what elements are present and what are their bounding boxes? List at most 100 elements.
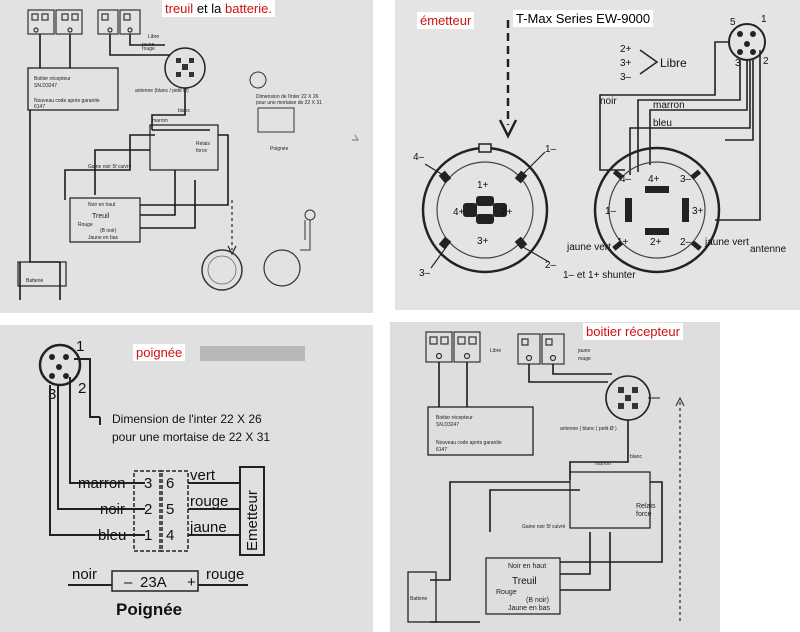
handle-diagram: 1 2 3 Dimension de l'inter 22 X 26 pour … (38, 338, 270, 619)
caption-receiver: boitier récepteur (583, 323, 683, 340)
label-jaune: jaune (141, 42, 154, 48)
caption-handle-blur (200, 346, 305, 361)
plug-3plus: 3+ (477, 236, 489, 247)
caption-emitter: émetteur (417, 12, 475, 29)
label-poignee: Poignée (270, 146, 289, 152)
label-marron: marron (152, 118, 168, 124)
label-shunter: 1– et 1+ shunter (563, 270, 636, 281)
switch-2minus: 2– (680, 237, 692, 248)
panel-handle: 1 2 3 Dimension de l'inter 22 X 26 pour … (0, 325, 373, 632)
switch-connector (593, 146, 721, 274)
wire-bleu: bleu (98, 527, 126, 544)
caption-part1: treuil (165, 1, 194, 16)
br-receiver-title: Boitier récepteur (436, 415, 473, 421)
handle-plug (38, 343, 82, 387)
label-bleu: bleu (653, 118, 672, 129)
handle-title: Poignée (116, 600, 182, 619)
caption-part2: batterie. (225, 1, 272, 16)
caption-handle: poignée (133, 344, 186, 361)
libre-2plus: 2+ (620, 44, 632, 55)
switch-3plus: 3+ (692, 206, 704, 217)
br-jaune-bas: Jaune en bas (508, 605, 551, 612)
dim-line1: Dimension de l'inter 22 X 26 (112, 412, 262, 426)
plug-pin-2: 2 (78, 380, 86, 397)
label-antenne: antenne (750, 244, 787, 255)
label-rouge-w: Rouge (78, 222, 93, 228)
receiver-code: SN.D3247 (34, 83, 57, 89)
br-force: force (636, 511, 652, 518)
switch-4minus: 4– (620, 174, 632, 185)
label-jaune-vert-right: jaune vert (704, 237, 749, 248)
label-jaune-bas: Jaune en bas (88, 235, 119, 241)
br-receiver-num: 6147 (436, 447, 447, 453)
switch-1plus: 1+ (617, 237, 629, 248)
caption-model: T-Max Series EW-9000 (513, 10, 654, 27)
wire-vert: vert (190, 467, 216, 484)
winch-battery-diagram: Boitier récepteur SN.D3247 Nouveau code … (17, 9, 359, 300)
br-blanc: blanc (630, 454, 642, 460)
plug-4minus: 4– (413, 152, 425, 163)
plug-1plus: 1+ (477, 180, 489, 191)
plug-4plus: 4+ (453, 207, 465, 218)
receiver-note: Nouveau code après garantie (34, 98, 100, 104)
br-treuil: Treuil (512, 576, 537, 587)
label-batterie: Batterie (26, 278, 43, 284)
panel-winch-battery: Boitier récepteur SN.D3247 Nouveau code … (0, 0, 373, 313)
caption-handle-red: poignée (136, 345, 183, 360)
label-noir: noir (600, 96, 617, 107)
fuse-minus: – (124, 574, 133, 591)
label-dim1: Dimension de l'inter 22 X 26 (256, 94, 319, 100)
emitter-diagram: 1+ 4+ 2+ 3+ 4– 1– 3– 2– 5 1 2 3 2+ 3+ 3–… (413, 14, 787, 281)
fuse-noir: noir (72, 566, 97, 583)
br-antenne: antenne ( blanc ( petit Ø ) (560, 426, 617, 432)
plug-2minus: 2– (545, 260, 557, 271)
libre-label: Libre (660, 56, 687, 70)
libre-3plus: 3+ (620, 58, 632, 69)
caption-receiver-red: boitier récepteur (586, 324, 680, 339)
caption-winch-battery: treuil et la batterie. (162, 0, 275, 17)
terminal-3: 3 (144, 475, 152, 492)
pin-1: 1 (761, 14, 767, 25)
label-dim2: pour une mortaise de 22 X 31 (256, 100, 322, 106)
emitter-block (239, 466, 265, 556)
br-gaine: Gaine noir 5f cuivré (522, 524, 566, 530)
br-receiver-box (427, 406, 534, 456)
br-receiver-note: Nouveau code après garantie (436, 440, 502, 446)
label-gaine: Gaine noir 5f cuivré (88, 164, 132, 170)
panel-receiver: Boitier récepteur SN.D3247 Nouveau code … (390, 322, 720, 632)
receiver-title: Boitier récepteur (34, 76, 71, 82)
fuse (111, 570, 199, 592)
fuse-rouge: rouge (206, 566, 244, 583)
br-noir-paren: (B noir) (526, 597, 549, 604)
br-noir-haut: Noir en haut (508, 563, 546, 570)
battery-box (17, 261, 67, 287)
br-battery (407, 571, 437, 623)
plug-2plus: 2+ (501, 207, 513, 218)
receiver-num: 6147 (34, 104, 45, 110)
pin-5: 5 (730, 17, 736, 28)
br-rouge: rouge (578, 356, 591, 362)
caption-model-text: T-Max Series EW-9000 (516, 11, 651, 26)
br-rouge-lbl: Rouge (496, 589, 517, 596)
label-blanc: blanc (178, 108, 190, 114)
terminal-6: 6 (166, 475, 174, 492)
terminal-1: 1 (144, 527, 152, 544)
label-libre: Libre (148, 34, 159, 40)
switch-1minus: 1– (605, 206, 617, 217)
pin-2: 2 (763, 56, 769, 67)
label-marron: marron (653, 100, 685, 111)
wire-rouge: rouge (190, 493, 228, 510)
label-rouge: rouge (142, 46, 155, 52)
br-batterie: Batterie (410, 596, 427, 602)
plug-pin-1: 1 (76, 338, 84, 355)
wire-jaune: jaune (189, 519, 227, 536)
br-libre: Libre (490, 348, 501, 354)
label-relais: Relais (196, 141, 210, 147)
emitter-label: Emetteur (244, 490, 261, 551)
caption-mid: et la (196, 1, 222, 16)
label-antenne: antenne (blanc / petit Ø) (135, 88, 189, 94)
plug-1minus: 1– (545, 144, 557, 155)
terminal-2: 2 (144, 501, 152, 518)
br-marron: marron (595, 461, 611, 467)
receiver-diagram: Boitier récepteur SN.D3247 Nouveau code … (407, 331, 685, 623)
